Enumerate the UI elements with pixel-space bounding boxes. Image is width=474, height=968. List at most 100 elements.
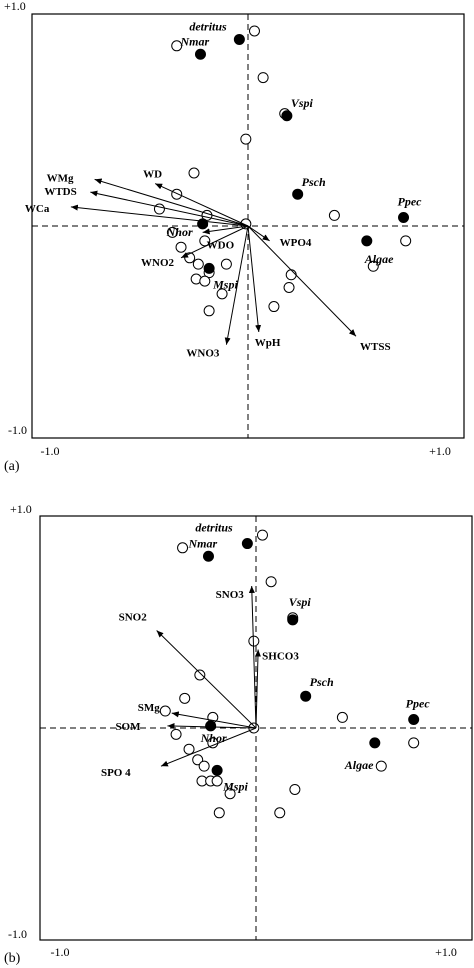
sample-point: [153, 203, 165, 215]
vector-label: WMg: [47, 172, 74, 184]
species-label: Nhor: [200, 731, 227, 745]
sample-point: [240, 133, 252, 145]
panel-label: (a): [4, 459, 20, 474]
species-label: Mspi: [222, 779, 248, 793]
vector-label: WNO3: [186, 348, 220, 360]
species-label: Algae: [364, 252, 394, 266]
species-point: [202, 550, 214, 562]
species-label: Nmar: [187, 536, 217, 550]
species-label: Algae: [344, 758, 374, 772]
vector-arrow: [156, 630, 257, 729]
vector-arrow: [94, 178, 249, 227]
species-label: Ppec: [406, 697, 431, 711]
vector-label: WCa: [25, 203, 50, 215]
sample-point: [283, 281, 295, 293]
x-min-tick-label: -1.0: [51, 945, 70, 959]
vector-label: SNO3: [216, 589, 245, 601]
species-label: detritus: [195, 521, 233, 535]
species-label: Psch: [310, 675, 334, 689]
sample-point: [213, 807, 225, 819]
sample-point: [375, 760, 387, 772]
species-label: Vspi: [289, 595, 312, 609]
vector-label: SNO2: [119, 611, 148, 623]
sample-point: [199, 235, 211, 247]
sample-point: [256, 529, 268, 541]
sample-point: [159, 705, 171, 717]
sample-point: [177, 542, 189, 554]
species-label: Mspi: [212, 277, 238, 291]
sample-point: [408, 737, 420, 749]
vector-label: WPO4: [280, 237, 312, 249]
x-min-tick-label: -1.0: [41, 444, 60, 458]
vector-arrow: [247, 225, 357, 337]
vector-label: SMg: [138, 702, 161, 714]
x-max-tick-label: +1.0: [429, 444, 451, 458]
y-max-tick-label: +1.0: [4, 0, 26, 13]
vector-arrow: [224, 225, 249, 345]
sample-point: [184, 252, 196, 264]
sample-point: [216, 288, 228, 300]
sample-point: [203, 305, 215, 317]
sample-point: [183, 743, 195, 755]
sample-point: [224, 788, 236, 800]
species-point: [194, 48, 206, 60]
sample-point: [248, 25, 260, 37]
species-point: [408, 714, 420, 726]
vector-arrow: [247, 225, 270, 242]
y-min-tick-label: -1.0: [8, 927, 27, 941]
species-point: [287, 614, 299, 626]
species-point: [300, 690, 312, 702]
sample-point: [328, 209, 340, 221]
species-point: [369, 737, 381, 749]
vector-arrow: [180, 225, 249, 259]
vector-arrow: [160, 727, 257, 767]
sample-point: [194, 669, 206, 681]
panel-label: (b): [4, 951, 21, 966]
vector-arrow: [247, 225, 262, 333]
species-point: [211, 764, 223, 776]
vector-arrow: [154, 183, 249, 227]
vector-label: SPO 4: [101, 767, 131, 779]
sample-point: [198, 760, 210, 772]
sample-point: [268, 301, 280, 313]
sample-point: [192, 754, 204, 766]
y-min-tick-label: -1.0: [8, 423, 27, 437]
species-label: Nmar: [179, 34, 209, 48]
species-label: detritus: [189, 19, 227, 33]
vector-arrow: [254, 649, 261, 729]
sample-point: [285, 269, 297, 281]
vector-label: WTSS: [360, 341, 391, 353]
sample-point: [171, 40, 183, 52]
species-point: [361, 235, 373, 247]
species-point: [233, 33, 245, 45]
sample-point: [265, 576, 277, 588]
x-max-tick-label: +1.0: [435, 945, 457, 959]
sample-point: [274, 807, 286, 819]
sample-point: [257, 72, 269, 84]
species-label: Psch: [302, 175, 326, 189]
sample-point: [211, 775, 223, 787]
sample-point: [179, 692, 191, 704]
vector-arrow: [248, 585, 257, 729]
sample-point: [175, 241, 187, 253]
vector-label: WNO2: [141, 257, 175, 269]
vector-label: SHCO3: [262, 651, 299, 663]
y-max-tick-label: +1.0: [10, 502, 32, 516]
sample-point: [171, 188, 183, 200]
sample-point: [400, 235, 412, 247]
species-point: [203, 262, 215, 274]
sample-point: [220, 258, 232, 270]
vector-label: WD: [143, 169, 162, 181]
vector-label: WpH: [255, 337, 281, 349]
vector-arrow: [90, 190, 249, 227]
species-point: [398, 212, 410, 224]
sample-point: [367, 260, 379, 272]
vector-arrow: [70, 204, 249, 227]
species-point: [281, 110, 293, 122]
species-point: [292, 188, 304, 200]
vector-label: SOM: [115, 721, 141, 733]
vector-label: WTDS: [44, 186, 76, 198]
sample-point: [188, 167, 200, 179]
